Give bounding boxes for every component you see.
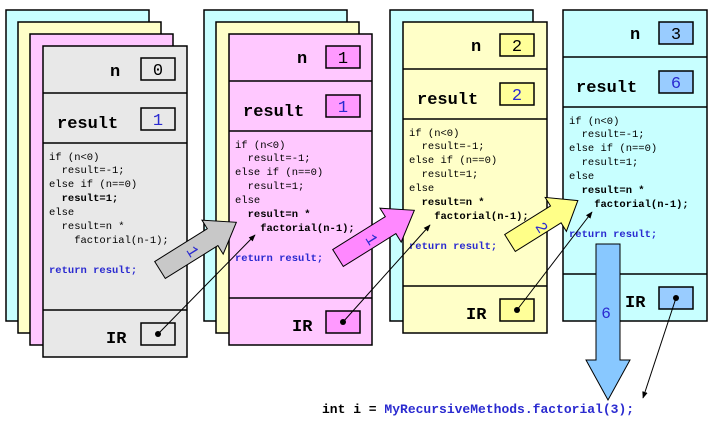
code-line: return result;	[409, 241, 497, 253]
result-label: result	[576, 79, 637, 98]
return-pointers	[157, 211, 677, 399]
code-line: result=n *	[49, 221, 125, 233]
return-arrow-4: 6	[585, 243, 631, 402]
result-value-box	[499, 82, 535, 106]
code-line: return result;	[235, 253, 323, 265]
code-line: return result;	[49, 265, 137, 277]
code-block: if (n<0) result=-1; else if (n==0) resul…	[409, 128, 529, 253]
code-line: result=-1;	[49, 165, 125, 177]
pointer-line	[342, 224, 431, 323]
arrow-label: 6	[601, 305, 611, 323]
pointer-line	[516, 211, 593, 311]
n-value: 3	[671, 26, 681, 45]
frame-n0: n 0 result 1 if (n<0) result=-1; else if…	[42, 45, 188, 358]
n-label: n	[110, 63, 120, 82]
code-line: if (n<0)	[409, 128, 459, 140]
result-value-box	[325, 94, 361, 118]
code-line: factorial(n-1);	[49, 235, 169, 247]
result-value-box	[658, 70, 694, 94]
n-value: 0	[153, 62, 163, 81]
call-statement: int i = MyRecursiveMethods.factorial(3);	[322, 402, 634, 417]
return-arrow-2: 1	[332, 207, 416, 268]
n-label: n	[471, 38, 481, 57]
ir-label: IR	[625, 294, 646, 313]
pointer-line	[642, 297, 677, 399]
frame-n2: n 2 result 2 if (n<0) result=-1; else if…	[402, 21, 548, 334]
n-value: 1	[338, 50, 348, 69]
code-line: factorial(n-1);	[235, 223, 355, 235]
code-line: else if (n==0)	[569, 143, 657, 155]
code-line: else if (n==0)	[409, 155, 497, 167]
code-line: result=n *	[235, 209, 311, 221]
pointer-line	[157, 234, 256, 335]
code-block: if (n<0) result=-1; else if (n==0) resul…	[235, 140, 355, 265]
code-line: factorial(n-1);	[409, 211, 529, 223]
block-arrow	[154, 219, 238, 280]
code-block: if (n<0) result=-1; else if (n==0) resul…	[49, 152, 169, 277]
code-line: if (n<0)	[235, 140, 285, 152]
code-line: result=1;	[409, 169, 478, 181]
result-value: 1	[338, 99, 348, 118]
result-label: result	[57, 115, 118, 134]
result-label: result	[243, 103, 304, 122]
call-expression: MyRecursiveMethods.factorial(3);	[384, 402, 635, 417]
n-value-box	[499, 33, 535, 57]
code-line: factorial(n-1);	[569, 199, 689, 211]
code-line: else	[409, 183, 434, 195]
n-label: n	[297, 50, 307, 69]
ir-label: IR	[466, 306, 487, 325]
code-line: else	[569, 171, 594, 183]
return-arrow-1: 1	[154, 219, 238, 280]
code-line: else	[235, 195, 260, 207]
call-prefix: int i =	[322, 402, 385, 417]
result-value: 2	[512, 87, 522, 106]
block-arrow	[332, 207, 416, 268]
frame-n1: n 1 result 1 if (n<0) result=-1; else if…	[228, 33, 373, 346]
code-line: result=1;	[569, 157, 638, 169]
code-line: result=1;	[235, 181, 304, 193]
code-line: else if (n==0)	[235, 167, 323, 179]
code-line: if (n<0)	[49, 152, 99, 164]
n-value-box	[140, 57, 176, 81]
code-line: result=n *	[569, 185, 645, 197]
code-line: result=1;	[49, 193, 118, 205]
n-value-box	[658, 21, 694, 45]
code-line: else	[49, 207, 74, 219]
n-label: n	[630, 26, 640, 45]
code-line: else if (n==0)	[49, 179, 137, 191]
block-arrow	[585, 243, 631, 402]
return-arrow-3: 2	[504, 196, 579, 253]
block-arrow	[504, 196, 579, 253]
result-value: 1	[153, 112, 163, 131]
ir-label: IR	[292, 318, 313, 337]
code-line: return result;	[569, 229, 657, 241]
result-value-box	[140, 107, 176, 131]
code-line: result=-1;	[235, 153, 311, 165]
ir-label: IR	[106, 330, 127, 349]
n-value: 2	[512, 38, 522, 57]
result-label: result	[417, 91, 478, 110]
code-line: if (n<0)	[569, 116, 619, 128]
frame-n3: n 3 result 6 if (n<0) result=-1; else if…	[562, 9, 708, 322]
code-block: if (n<0) result=-1; else if (n==0) resul…	[569, 116, 689, 241]
result-value: 6	[671, 75, 681, 94]
code-line: result=-1;	[569, 129, 645, 141]
n-value-box	[325, 45, 361, 69]
code-line: result=-1;	[409, 141, 485, 153]
code-line: result=n *	[409, 197, 485, 209]
